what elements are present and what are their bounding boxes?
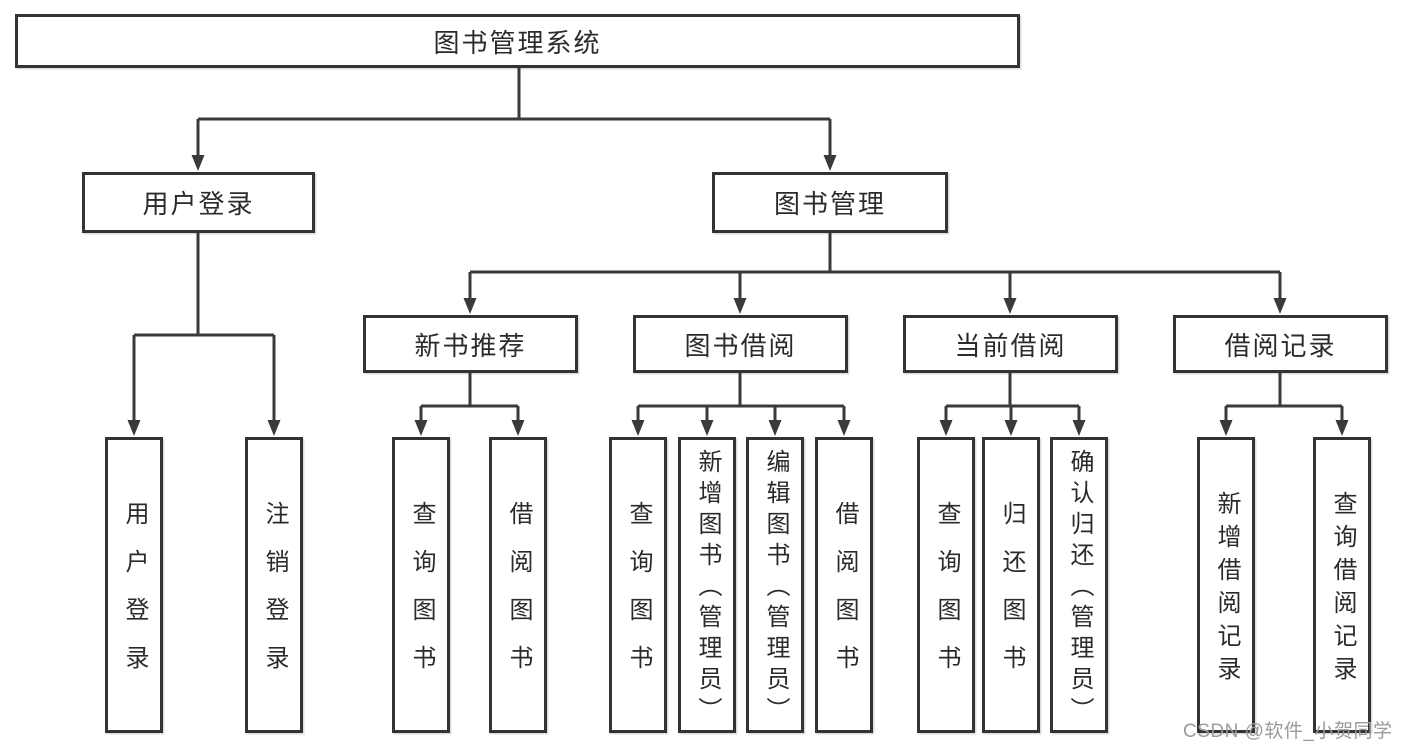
node-current-borrowing-label: 当前借阅 <box>954 330 1067 361</box>
node-borrow-books-label: 借阅图书 <box>831 501 858 693</box>
node-add-book-admin-label: 新增图书（管理员） <box>694 449 721 728</box>
node-borrowing-records: 借阅记录 <box>1173 315 1388 373</box>
node-new-book-recommend-label: 新书推荐 <box>414 330 527 361</box>
node-add-borrow-record-label: 新增借阅记录 <box>1213 490 1240 689</box>
node-edit-book-admin: 编辑图书（管理员） <box>746 437 804 733</box>
node-query-books-recommend: 查询图书 <box>392 437 450 733</box>
node-query-books-current: 查询图书 <box>917 437 975 733</box>
node-add-book-admin: 新增图书（管理员） <box>678 437 736 733</box>
node-query-borrow-record: 查询借阅记录 <box>1313 437 1371 733</box>
watermark: CSDN @软件_小贺同学 <box>1183 721 1393 742</box>
node-new-book-recommend: 新书推荐 <box>363 315 578 373</box>
node-current-borrowing: 当前借阅 <box>903 315 1118 373</box>
node-borrowing-records-label: 借阅记录 <box>1224 330 1337 361</box>
node-user-login: 用户登录 <box>82 172 315 233</box>
node-book-borrowing-label: 图书借阅 <box>684 330 797 361</box>
node-query-books-borrow: 查询图书 <box>609 437 667 733</box>
node-user-login-action-label: 用户登录 <box>121 501 148 693</box>
node-query-borrow-record-label: 查询借阅记录 <box>1329 490 1356 689</box>
node-query-books-recommend-label: 查询图书 <box>408 501 435 693</box>
node-confirm-return-admin: 确认归还（管理员） <box>1050 437 1108 733</box>
node-logout-label: 注销登录 <box>261 501 288 693</box>
node-book-management-label: 图书管理 <box>773 189 886 219</box>
node-edit-book-admin-label: 编辑图书（管理员） <box>762 449 789 728</box>
node-book-management: 图书管理 <box>712 172 948 233</box>
node-user-login-action: 用户登录 <box>105 437 163 733</box>
node-add-borrow-record: 新增借阅记录 <box>1197 437 1255 733</box>
node-return-books: 归还图书 <box>982 437 1040 733</box>
node-library-system-label: 图书管理系统 <box>433 27 602 58</box>
node-user-login-label: 用户登录 <box>142 189 255 219</box>
node-return-books-label: 归还图书 <box>998 501 1025 693</box>
node-confirm-return-admin-label: 确认归还（管理员） <box>1066 449 1093 728</box>
node-borrow-books-recommend: 借阅图书 <box>489 437 547 733</box>
node-library-system: 图书管理系统 <box>15 14 1020 68</box>
node-logout: 注销登录 <box>245 437 303 733</box>
node-book-borrowing: 图书借阅 <box>633 315 848 373</box>
node-borrow-books: 借阅图书 <box>815 437 873 733</box>
node-query-books-current-label: 查询图书 <box>933 501 960 693</box>
node-borrow-books-recommend-label: 借阅图书 <box>505 501 532 693</box>
node-query-books-borrow-label: 查询图书 <box>625 501 652 693</box>
